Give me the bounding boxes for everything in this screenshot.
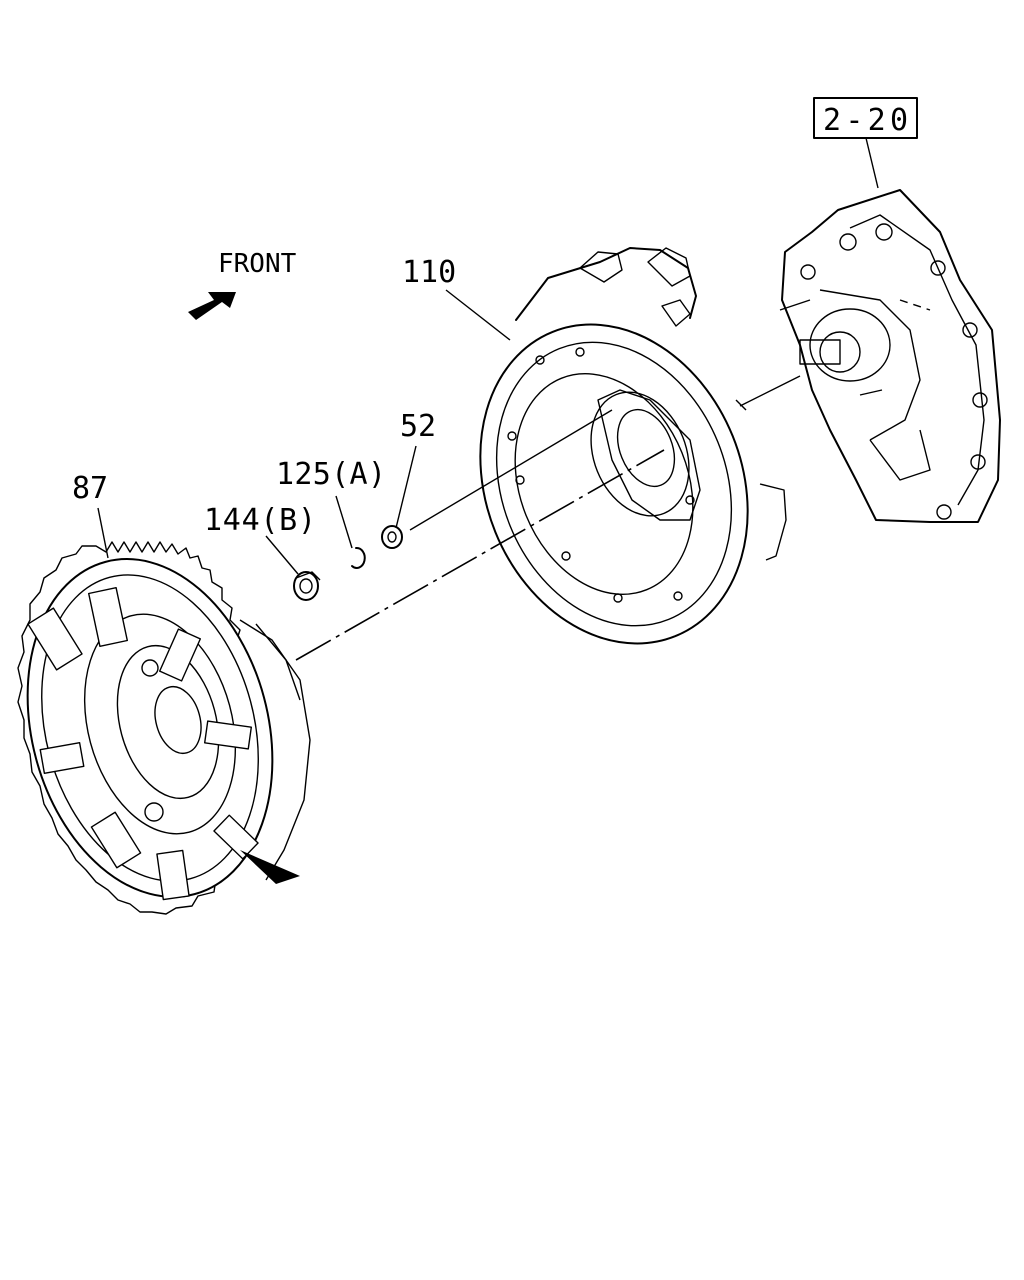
callout-52: 52	[400, 409, 436, 444]
front-indicator: FRONT	[188, 249, 297, 320]
front-arrow-icon	[188, 292, 236, 320]
callout-87: 87	[72, 471, 108, 506]
part-144b-collar[interactable]	[293, 571, 321, 601]
callout-110: 110	[402, 255, 456, 290]
front-label: FRONT	[218, 249, 297, 279]
callout-144b: 144(B)	[204, 503, 316, 538]
part-110-housing[interactable]	[434, 247, 794, 684]
part-52-washer[interactable]	[381, 525, 403, 549]
part-125a-clip[interactable]	[351, 546, 366, 569]
part-87-gear[interactable]	[0, 531, 311, 924]
reference-box[interactable]: 2-20	[813, 97, 918, 189]
spring-retainers	[27, 586, 259, 901]
callout-125a: 125(A)	[276, 457, 386, 492]
transmission-housing	[779, 189, 1001, 523]
